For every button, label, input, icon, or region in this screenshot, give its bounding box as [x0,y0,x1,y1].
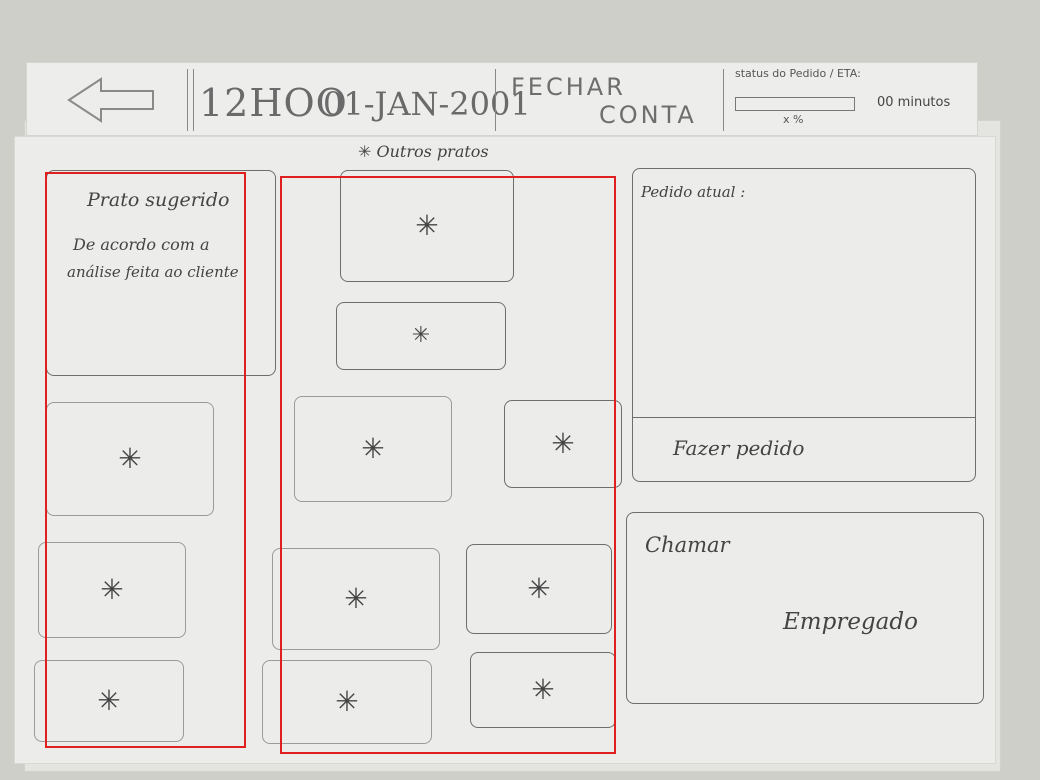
order-progress-percent: x % [783,113,804,126]
dish-card[interactable]: ✳ [34,660,184,742]
dish-card[interactable]: ✳ [340,170,514,282]
close-account-button[interactable]: FECHAR CONTA [505,67,715,131]
dish-placeholder-icon: ✳ [361,432,385,465]
dish-card[interactable]: ✳ [262,660,432,744]
dish-placeholder-icon: ✳ [551,427,575,460]
dish-card[interactable]: ✳ [46,402,214,516]
dish-card[interactable]: ✳ [466,544,612,634]
suggested-dish-desc-1: De acordo com a [73,235,210,254]
dish-card[interactable]: ✳ [272,548,440,650]
dish-placeholder-icon: ✳ [527,572,551,605]
order-eta-minutes: 00 minutos [877,95,951,110]
dish-placeholder-icon: ✳ [118,442,142,475]
dish-card[interactable]: ✳ [504,400,622,488]
arrow-left-icon [67,77,154,123]
close-account-label-2: CONTA [599,101,697,129]
asterisk-icon: ✳ [358,142,377,161]
call-waiter-label-2: Empregado [783,609,918,635]
other-dishes-title: ✳ Outros pratos [358,142,489,161]
dish-card[interactable]: ✳ [336,302,506,370]
separator [723,69,724,131]
place-order-button[interactable]: Fazer pedido [633,417,975,482]
order-status-label: status do Pedido / ETA: [735,67,861,80]
separator [193,69,194,131]
dish-placeholder-icon: ✳ [344,582,368,615]
clock-time: 12HOO [199,81,348,125]
dish-card[interactable]: ✳ [470,652,616,728]
dish-placeholder-icon: ✳ [100,573,124,606]
place-order-label: Fazer pedido [673,436,805,460]
suggested-dish-card[interactable]: Prato sugerido De acordo com a análise f… [46,170,276,376]
back-button[interactable] [65,75,157,125]
dish-placeholder-icon: ✳ [411,323,431,348]
clock-date: 01-JAN-2001 [323,85,531,123]
close-account-label-1: FECHAR [511,73,626,101]
top-bar: 12HOO 01-JAN-2001 FECHAR CONTA status do… [26,62,978,136]
order-status: status do Pedido / ETA: 00 minutos x % [731,65,971,131]
order-progress-bar [735,97,855,111]
dish-placeholder-icon: ✳ [97,684,121,717]
dish-placeholder-icon: ✳ [335,685,359,718]
dish-card[interactable]: ✳ [294,396,452,502]
separator [187,69,188,131]
call-waiter-label-1: Chamar [645,533,730,557]
separator [495,69,496,131]
dish-card[interactable]: ✳ [38,542,186,638]
current-order-panel: Pedido atual : Fazer pedido [632,168,976,482]
dish-placeholder-icon: ✳ [415,209,439,242]
dish-placeholder-icon: ✳ [531,673,555,706]
suggested-dish-desc-2: análise feita ao cliente [67,263,239,281]
suggested-dish-title: Prato sugerido [87,189,230,211]
call-waiter-button[interactable]: Chamar Empregado [626,512,984,704]
current-order-title: Pedido atual : [641,183,746,201]
main-sheet [14,136,996,764]
